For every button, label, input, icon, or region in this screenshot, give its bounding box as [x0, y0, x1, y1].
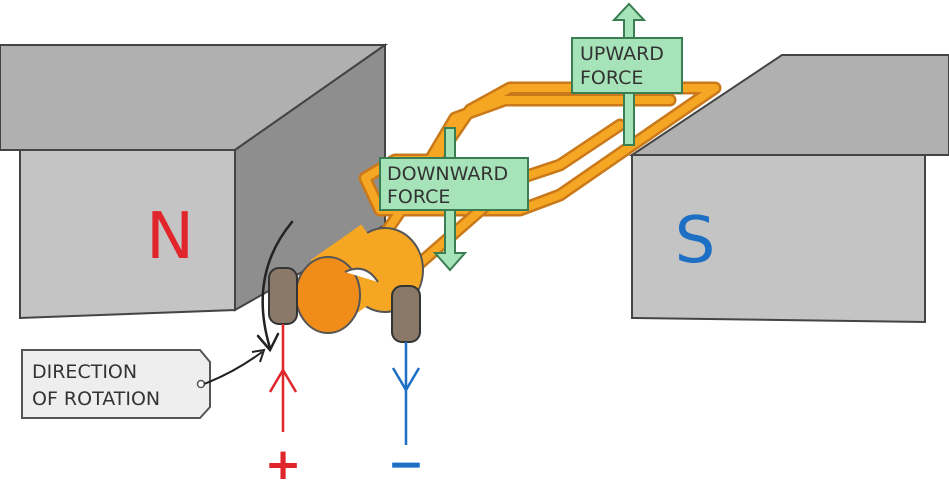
tag-hole-icon [196, 379, 206, 389]
upward-force: UPWARD FORCE [571, 2, 683, 146]
positive-wire [268, 324, 298, 432]
right-brush [391, 285, 421, 343]
downward-force: DOWNWARD FORCE [379, 127, 529, 272]
negative-wire [391, 342, 421, 445]
negative-terminal-sign: − [388, 439, 425, 481]
commutator-split-gap [344, 267, 379, 283]
current-up-arrow-icon [268, 367, 298, 393]
north-magnet-front [19, 149, 236, 320]
rotation-label-line1: DIRECTION [32, 361, 137, 383]
rotation-label-tag [21, 349, 211, 419]
rotation-label-line2: OF ROTATION [32, 388, 160, 410]
south-magnet-front [631, 154, 926, 324]
south-pole-label: S [675, 204, 716, 278]
left-brush [268, 267, 298, 325]
commutator-front-face [295, 256, 361, 334]
north-pole-label: N [146, 200, 194, 274]
positive-terminal-sign: + [265, 439, 302, 481]
upward-force-box [571, 37, 683, 94]
downward-force-box [379, 157, 529, 211]
rotation-label: DIRECTION OF ROTATION [21, 348, 266, 419]
label-pointer-arrowhead-icon [251, 348, 266, 363]
current-down-arrow-icon [391, 367, 421, 393]
rotation-arrowhead-icon [256, 332, 280, 353]
downward-force-line1: DOWNWARD [387, 163, 508, 185]
upward-force-line1: UPWARD [580, 43, 664, 65]
south-magnet: S [628, 54, 949, 324]
rotation-arrow [256, 220, 294, 353]
upward-force-line2: FORCE [580, 67, 643, 89]
label-pointer-arrow [203, 351, 263, 385]
downward-force-line2: FORCE [387, 186, 450, 208]
